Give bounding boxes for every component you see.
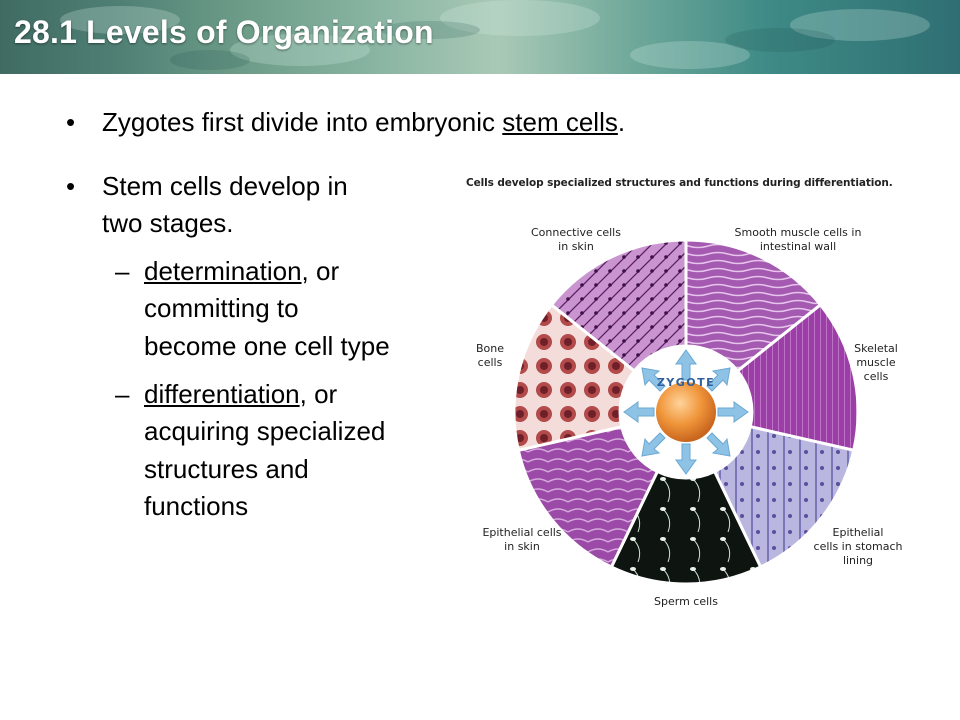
label-smooth-muscle: Smooth muscle cells in intestinal wall xyxy=(728,226,868,254)
label-smooth-line-1: Smooth muscle cells in xyxy=(734,226,862,239)
label-skeletal-line-1: Skeletal xyxy=(854,342,898,355)
label-epi-stomach-line-3: lining xyxy=(842,554,874,567)
determination-term: determination xyxy=(144,256,302,286)
arrow-downright-icon xyxy=(706,432,731,457)
sub-bullet-1-rest: , or xyxy=(301,256,340,286)
sub-bullet-2-line-2: acquiring specialized xyxy=(144,416,386,446)
slide-title: 28.1 Levels of Organization xyxy=(14,14,434,50)
bullet-2-line-1: Stem cells develop in xyxy=(102,171,348,201)
differentiation-arrows xyxy=(623,349,749,475)
arrow-downleft-icon xyxy=(641,432,666,457)
bullet-dot: • xyxy=(66,171,76,201)
connective-cells-wedge xyxy=(549,238,688,374)
sub-bullet-2-rest: , or xyxy=(299,379,338,409)
label-epi-skin-line-2: in skin xyxy=(504,540,540,553)
label-bone-line-1: Bone xyxy=(475,342,504,355)
label-skeletal-muscle: Skeletal muscle cells xyxy=(846,342,906,384)
label-connective-line-2: in skin xyxy=(558,240,594,253)
arrow-up-icon xyxy=(675,349,697,381)
label-epithelial-skin: Epithelial cells in skin xyxy=(476,526,568,554)
skeletal-muscle-wedge xyxy=(735,302,860,453)
stem-cells-term: stem cells xyxy=(502,107,618,137)
cell-differentiation-wheel: ZYGOTE xyxy=(512,238,860,586)
label-bone-line-2: cells xyxy=(477,356,503,369)
bullet-1-text: Zygotes first divide into embryonic stem… xyxy=(102,103,625,141)
bone-cells-wedge xyxy=(512,302,637,453)
smooth-muscle-wedge xyxy=(684,238,823,374)
differentiation-term: differentiation xyxy=(144,379,300,409)
arrow-upleft-icon xyxy=(641,367,666,392)
arrow-upright-icon xyxy=(706,367,731,392)
title-bar: 28.1 Levels of Organization xyxy=(0,0,960,74)
tissue-wedges xyxy=(512,238,860,586)
label-sperm: Sperm cells xyxy=(654,595,718,608)
bullet-2-line-2: two stages. xyxy=(102,208,234,238)
zygote-cell xyxy=(656,382,716,442)
bullet-dot: • xyxy=(66,107,76,137)
label-skeletal-line-2: muscle xyxy=(856,356,896,369)
sub-bullet-1-line-2: committing to xyxy=(144,293,299,323)
epithelial-skin-wedge xyxy=(516,424,660,570)
sub-bullet-2-line-4: functions xyxy=(144,491,249,521)
label-skeletal-line-3: cells xyxy=(863,370,889,383)
sub-bullet-1-line-3: become one cell type xyxy=(144,331,390,361)
label-epi-stomach-line-1: Epithelial xyxy=(832,526,884,539)
label-bone: Bone cells xyxy=(468,342,512,370)
epithelial-stomach-wedge xyxy=(712,424,856,570)
label-connective: Connective cells in skin xyxy=(522,226,630,254)
sub-bullet-2-line-1: differentiation, or xyxy=(144,375,337,413)
label-connective-line-1: Connective cells xyxy=(531,226,621,239)
sub-bullet-dash: – xyxy=(115,379,130,409)
label-epi-skin-line-1: Epithelial cells xyxy=(482,526,562,539)
label-epithelial-stomach: Epithelial cells in stomach lining xyxy=(808,526,908,568)
figure-caption: Cells develop specialized structures and… xyxy=(466,177,893,189)
sperm-cells-wedge xyxy=(609,469,763,586)
label-smooth-line-2: intestinal wall xyxy=(759,240,837,253)
arrow-left-icon xyxy=(623,401,655,423)
label-epi-stomach-line-2: cells in stomach xyxy=(813,540,903,553)
sub-bullet-2-line-3: structures and xyxy=(144,454,309,484)
header-background-image xyxy=(60,0,930,70)
arrow-down-icon xyxy=(675,443,697,475)
sub-bullet-dash: – xyxy=(115,256,130,286)
sub-bullet-1-line-1: determination, or xyxy=(144,252,339,290)
arrow-right-icon xyxy=(717,401,749,423)
zygote-label: ZYGOTE xyxy=(657,376,715,389)
bullet-1-suffix: . xyxy=(617,107,626,137)
bullet-1-prefix: Zygotes first divide into embryonic xyxy=(102,107,503,137)
